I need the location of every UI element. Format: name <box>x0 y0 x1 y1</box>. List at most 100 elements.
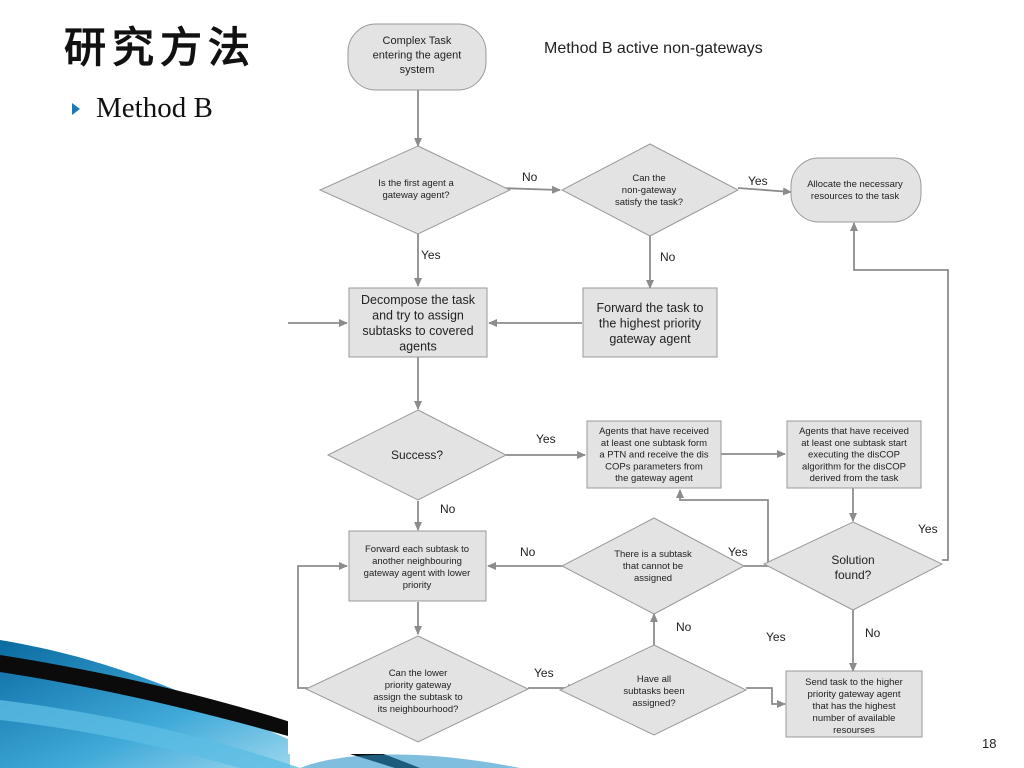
label-line: Success? <box>391 448 443 462</box>
label-line: There is a subtask <box>614 549 692 560</box>
node-all-assigned <box>558 644 748 736</box>
label-line: Agents that have received <box>799 426 909 437</box>
label-line: resources to the task <box>811 191 899 202</box>
edge-label-no-unassigned: No <box>520 545 536 559</box>
label-line: COPs parameters from <box>605 461 703 472</box>
edge-label-no-first: No <box>522 170 538 184</box>
node-discop <box>786 420 922 489</box>
edge-first-nongateway <box>497 185 561 194</box>
label-line: system <box>400 64 435 76</box>
label-line: priority gateway agent <box>808 689 901 700</box>
edge-allassigned-send <box>746 687 786 708</box>
label-line: Agents that have received <box>599 426 709 437</box>
diagram-title: Method B active non-gateways <box>544 40 763 57</box>
node-decompose <box>348 287 488 358</box>
node-forward-priority <box>582 287 718 358</box>
label-line: assigned <box>634 573 672 584</box>
edges <box>288 90 949 708</box>
label-line: Have all <box>637 674 671 685</box>
edge-labels: No Yes Yes No Yes No No Yes No Yes Yes N… <box>421 170 938 680</box>
label-line: found? <box>835 568 872 582</box>
label-line: Can the <box>632 173 665 184</box>
edge-label-no-solution: No <box>865 626 881 640</box>
edge-label-yes-lower: Yes <box>534 666 554 680</box>
edge-label-yes-allassigned: Yes <box>766 630 786 644</box>
label-line: non-gateway <box>622 185 677 196</box>
label-line: Complex Task <box>383 35 452 47</box>
label-line: Forward the task to <box>597 301 704 315</box>
node-send-higher <box>785 670 923 738</box>
edge-label-yes-solution: Yes <box>918 522 938 536</box>
label-line: assign the subtask to <box>373 692 462 703</box>
node-forward-each <box>348 530 487 602</box>
label-line: its neighbourhood? <box>378 704 459 715</box>
label-line: a PTN and receive the dis <box>599 450 709 461</box>
node-ptn <box>586 420 722 489</box>
label-line: executing the disCOP <box>808 450 900 461</box>
label-line: Can the lower <box>389 668 448 679</box>
label-line: priority gateway <box>385 680 452 691</box>
edge-label-yes-nongateway: Yes <box>748 174 768 188</box>
edge-unassigned-ptn <box>676 489 769 567</box>
label-line: derived from the task <box>810 473 899 484</box>
nodes <box>304 23 944 743</box>
label-line: that cannot be <box>623 561 683 572</box>
label-line: the highest priority <box>599 317 702 331</box>
flowchart-background <box>288 18 950 754</box>
label-line: number of available <box>813 713 896 724</box>
label-line: gateway agent <box>609 332 691 346</box>
label-line: gateway agent? <box>382 190 449 201</box>
node-success <box>326 409 508 501</box>
label-line: Forward each subtask to <box>365 544 469 555</box>
label-line: entering the agent <box>373 50 462 62</box>
bullet-item: Method B <box>72 92 213 125</box>
edge-solution-allocate <box>850 222 949 561</box>
node-first-gateway <box>318 145 512 235</box>
node-lower-priority <box>304 635 530 743</box>
label-line: algorithm for the disCOP <box>802 461 906 472</box>
edge-nongateway-allocate <box>737 187 792 196</box>
edge-label-no-nongateway: No <box>660 250 676 264</box>
label-line: subtasks to covered <box>362 324 473 338</box>
label-line: and try to assign <box>372 309 464 323</box>
node-allocate <box>790 157 922 223</box>
label-line: another neighbouring <box>372 556 462 567</box>
label-line: the gateway agent <box>615 473 693 484</box>
label-line: gateway agent with lower <box>364 568 471 579</box>
label-line: at least one subtask start <box>801 438 907 449</box>
node-labels: Complex Task entering the agent system Is … <box>361 35 909 736</box>
label-line: Send task to the higher <box>805 677 903 688</box>
label-line: subtasks been <box>623 686 684 697</box>
label-line: resourses <box>833 725 875 736</box>
edge-label-no-allassigned: No <box>676 620 692 634</box>
label-line: at least one subtask form <box>601 438 707 449</box>
label-line: satisfy the task? <box>615 197 683 208</box>
edge-lower-loop <box>297 562 348 689</box>
node-unassigned <box>560 517 746 615</box>
label-line: Solution <box>831 553 874 567</box>
node-nongateway <box>560 143 740 237</box>
slide-title: 研究方法 <box>64 23 257 72</box>
label-line: priority <box>403 580 432 591</box>
edge-label-yes-unassigned: Yes <box>728 545 748 559</box>
label-line: Is the first agent a <box>378 178 454 189</box>
label-line: Allocate the necessary <box>807 179 903 190</box>
label-success: Success? <box>391 448 443 462</box>
label-line: Decompose the task <box>361 293 476 307</box>
edge-label-yes-first: Yes <box>421 248 441 262</box>
bullet-arrow-icon <box>72 102 80 115</box>
edge-label-no-success: No <box>440 502 456 516</box>
